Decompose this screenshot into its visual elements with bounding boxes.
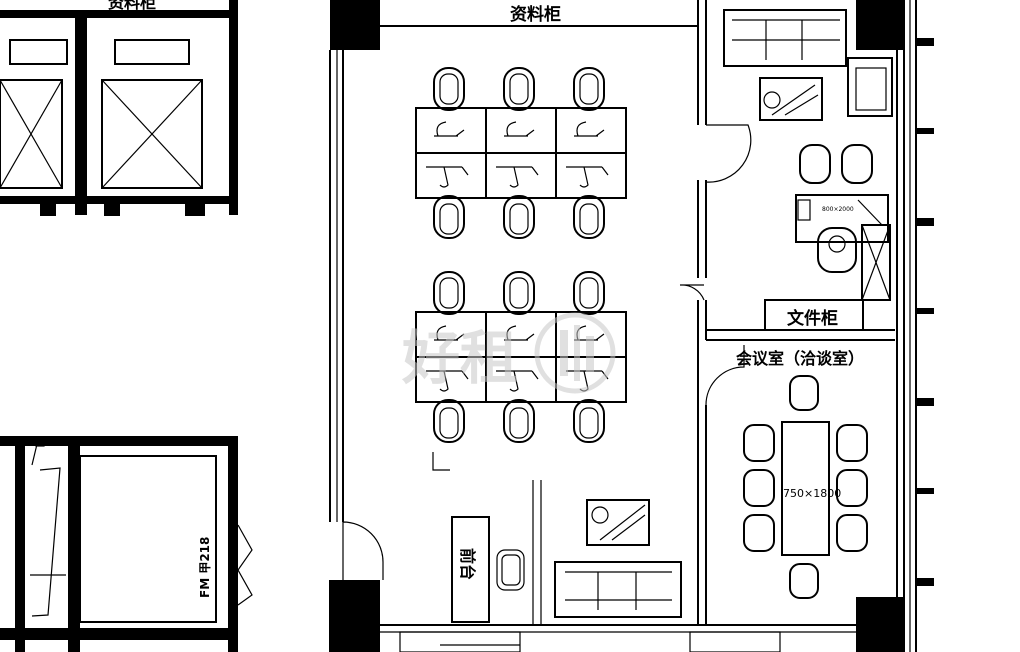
workstation-cluster-2 — [415, 271, 627, 443]
equipment-icon — [504, 325, 535, 341]
chair — [573, 195, 605, 239]
reception-area — [451, 499, 682, 623]
top-cabinet-label: 资料柜 — [510, 4, 561, 25]
workstation-cluster-1 — [415, 67, 627, 239]
desk-size-label: 800×2000 — [822, 206, 854, 213]
chair-seat — [439, 277, 459, 309]
equipment-icon — [574, 121, 605, 137]
logo-icon — [534, 312, 616, 394]
chair-seat — [509, 277, 529, 309]
desk — [415, 107, 487, 154]
manager-office — [723, 9, 893, 331]
chair — [503, 195, 535, 239]
desk — [555, 152, 627, 199]
desk — [415, 152, 487, 199]
office-walls — [329, 0, 934, 652]
chair-seat — [509, 203, 529, 235]
chair — [503, 399, 535, 443]
chair — [433, 399, 465, 443]
table-size-label: 750×1800 — [783, 487, 841, 500]
meeting-room-label: 会议室（洽谈室） — [736, 349, 864, 368]
chair-seat — [579, 73, 599, 105]
equipment-icon — [566, 166, 609, 188]
chair-seat — [579, 407, 599, 439]
desk — [485, 107, 557, 154]
desk — [485, 152, 557, 199]
chair — [503, 67, 535, 111]
chair-seat — [579, 203, 599, 235]
chair-seat — [509, 73, 529, 105]
equipment-icon — [426, 166, 469, 188]
front-desk-label: 前台 — [458, 548, 477, 580]
chair — [573, 67, 605, 111]
equipment-icon — [426, 370, 469, 392]
chair-seat — [579, 277, 599, 309]
chair — [573, 271, 605, 315]
equipment-icon — [496, 166, 539, 188]
chair — [433, 67, 465, 111]
equipment-icon — [496, 370, 539, 392]
watermark: 好租 — [401, 312, 616, 394]
chair-seat — [439, 203, 459, 235]
equipment-icon — [434, 121, 465, 137]
chair — [433, 195, 465, 239]
fire-hydrant-label: FM 甲218 — [198, 537, 212, 598]
equipment-icon — [434, 325, 465, 341]
chair-seat — [509, 407, 529, 439]
chair — [433, 271, 465, 315]
chair-seat — [439, 73, 459, 105]
meeting-table — [743, 375, 868, 599]
equipment-icon — [504, 121, 535, 137]
chair — [573, 399, 605, 443]
stair-block — [0, 436, 253, 652]
watermark-text: 好租 — [401, 324, 518, 392]
chair-seat — [439, 407, 459, 439]
elevator-block — [0, 0, 238, 216]
desk — [555, 107, 627, 154]
top-left-cabinet-label: 资料柜 — [108, 0, 156, 12]
file-cabinet-label: 文件柜 — [787, 308, 838, 329]
chair — [503, 271, 535, 315]
